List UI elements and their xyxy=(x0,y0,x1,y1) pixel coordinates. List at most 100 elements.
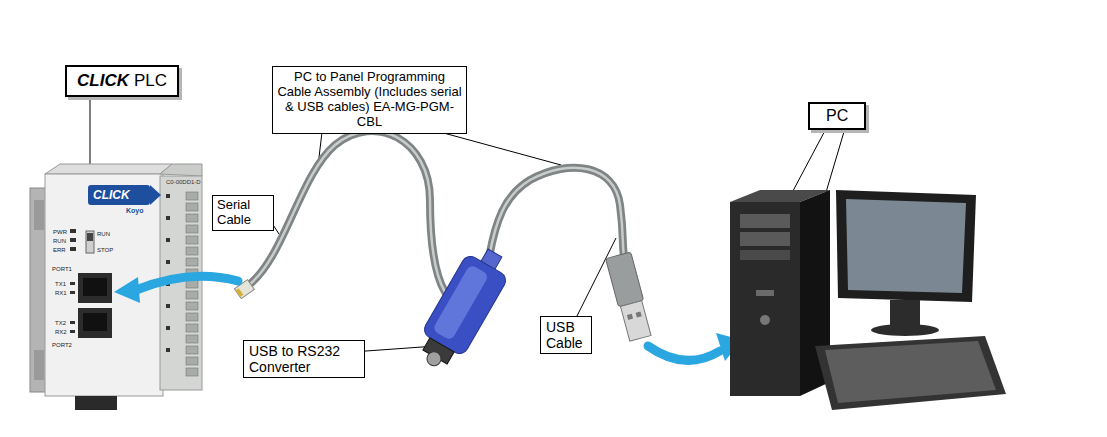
leader-lines xyxy=(575,238,616,320)
plc-unit xyxy=(186,214,198,222)
connect-arrows xyxy=(648,346,720,360)
serial-cable-callout: Serial Cable xyxy=(212,195,274,231)
plc-unit xyxy=(88,185,150,205)
plc-unit xyxy=(186,335,198,343)
plc-unit xyxy=(166,216,170,220)
plc-unit xyxy=(186,225,198,233)
led-label: RX1 xyxy=(55,290,67,296)
led-label: PWR xyxy=(53,229,67,235)
led-label: TX1 xyxy=(55,281,66,287)
plc-unit xyxy=(83,278,107,296)
switch-label: STOP xyxy=(97,247,113,253)
plc-unit xyxy=(45,164,172,174)
plc-unit xyxy=(70,282,75,285)
plc-unit xyxy=(87,233,93,241)
plc-unit xyxy=(83,313,107,331)
plc-unit xyxy=(166,194,170,198)
pc-computer xyxy=(871,324,939,336)
led-label: TX2 xyxy=(55,320,66,326)
pc-computer xyxy=(730,202,800,396)
plc-unit xyxy=(34,350,44,380)
pc-computer xyxy=(890,300,920,328)
port-label: PORT2 xyxy=(52,342,72,348)
serial-cable xyxy=(250,131,445,292)
plc-unit xyxy=(70,247,76,251)
plc-callout: CLICK PLC xyxy=(65,65,179,97)
pc-computer xyxy=(846,199,966,293)
callout-text: USB Cable xyxy=(546,319,586,351)
callout-text: PLC xyxy=(134,71,167,90)
pc-computer xyxy=(730,190,1006,410)
plc-unit xyxy=(70,238,76,242)
plc-unit xyxy=(186,291,198,299)
pc-computer xyxy=(825,341,996,403)
converter-callout: USB to RS232 Converter xyxy=(243,340,365,378)
connect-arrows xyxy=(136,276,238,290)
usb-rs232-converter xyxy=(424,349,443,368)
callout-text: PC xyxy=(826,107,848,125)
plc-unit xyxy=(166,326,170,330)
cable-callout: PC to Panel Programming Cable Assembly (… xyxy=(272,66,467,134)
callout-text: USB to RS232 Converter xyxy=(249,343,359,375)
plc-unit xyxy=(70,291,75,294)
serial-cable xyxy=(236,288,244,297)
switch-label: RUN xyxy=(97,231,110,237)
usb-cable xyxy=(488,168,624,264)
pc-computer xyxy=(756,290,774,296)
callout-text: PC to Panel Programming Cable Assembly (… xyxy=(277,70,462,130)
plc-unit xyxy=(186,346,198,354)
pc-computer xyxy=(836,190,976,302)
led-label: RUN xyxy=(53,238,66,244)
usb-cable xyxy=(620,301,651,341)
led-label: ERR xyxy=(53,247,66,253)
usb-rs232-converter xyxy=(410,241,516,377)
usb-cable xyxy=(627,314,633,320)
plc-unit xyxy=(186,313,198,321)
pc-computer xyxy=(740,232,790,246)
plc-unit xyxy=(78,273,112,303)
plc-unit xyxy=(166,304,170,308)
plc-unit xyxy=(166,194,170,352)
plc-unit xyxy=(186,368,198,376)
plc-unit xyxy=(75,396,117,410)
leader-lines xyxy=(440,132,561,165)
serial-cable xyxy=(250,131,445,292)
usb-cable-callout: USB Cable xyxy=(540,316,592,354)
plc-unit xyxy=(186,192,198,200)
port-label: PORT1 xyxy=(52,266,72,272)
pc-computer xyxy=(815,336,1006,410)
pc-computer xyxy=(760,315,770,325)
plc-unit xyxy=(186,324,198,332)
plc-unit xyxy=(150,185,161,205)
connect-arrows xyxy=(114,276,742,361)
usb-rs232-converter xyxy=(481,249,502,269)
plc-unit xyxy=(186,236,198,244)
leader-lines xyxy=(90,96,91,170)
pc-computer xyxy=(740,214,790,228)
plc-unit xyxy=(166,348,170,352)
plc-unit xyxy=(166,238,170,242)
callout-text: Serial Cable xyxy=(217,198,269,228)
plc-unit xyxy=(86,231,94,253)
plc-unit xyxy=(166,260,170,264)
usb-cable xyxy=(606,252,644,307)
plc-unit xyxy=(30,164,202,410)
plc-unit xyxy=(186,247,198,255)
pc-computer xyxy=(740,250,790,260)
plc-unit xyxy=(78,308,112,338)
plc-unit xyxy=(70,321,75,324)
pc-callout: PC xyxy=(808,102,866,130)
usb-rs232-converter xyxy=(432,264,489,341)
plc-unit xyxy=(70,330,75,333)
plc-unit xyxy=(160,164,202,176)
plc-unit xyxy=(186,357,198,365)
plc-unit xyxy=(186,302,198,310)
model-number: C0-00DD1-D xyxy=(166,179,201,185)
plc-unit xyxy=(70,229,76,233)
usb-cable xyxy=(606,252,653,342)
plc-unit xyxy=(186,203,198,211)
callout-text: CLICK xyxy=(77,71,129,90)
usb-cable xyxy=(636,311,642,317)
connect-arrows xyxy=(114,277,140,303)
brand-logo: CLICK xyxy=(93,189,130,201)
